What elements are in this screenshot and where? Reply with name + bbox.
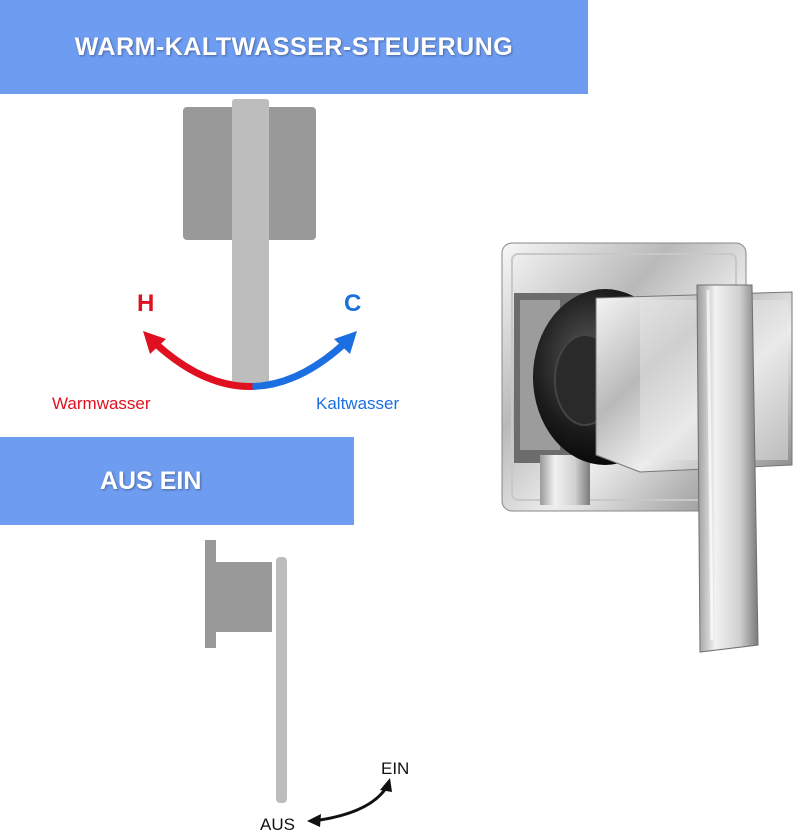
cold-arrowhead xyxy=(334,331,357,354)
on-off-arrow xyxy=(307,778,392,827)
on-label: EIN xyxy=(381,759,410,778)
side-lever xyxy=(276,557,287,803)
lever xyxy=(232,99,269,383)
off-arrowhead xyxy=(307,814,321,827)
side-body xyxy=(214,562,272,632)
cold-label: Kaltwasser xyxy=(316,394,400,413)
temperature-arc xyxy=(143,331,357,390)
handle-side-diagram xyxy=(205,540,287,803)
hot-letter: H xyxy=(137,290,155,317)
cold-letter: C xyxy=(344,290,362,317)
valve-stem-lower xyxy=(540,455,590,505)
switch-title: AUS EIN xyxy=(100,466,202,495)
switch-banner: AUS EIN xyxy=(0,437,354,525)
title-text: WARM-KALTWASSER-STEUERUNG xyxy=(74,32,514,61)
handle-front-diagram xyxy=(183,99,316,383)
hot-label: Warmwasser xyxy=(52,394,151,413)
valve-product-image xyxy=(501,242,793,653)
on-arrowhead xyxy=(380,778,392,792)
title-banner: WARM-KALTWASSER-STEUERUNG xyxy=(0,0,588,94)
hot-arrowhead xyxy=(143,331,166,354)
off-label: AUS xyxy=(260,815,295,834)
side-plate-back xyxy=(205,540,216,648)
valve-lever xyxy=(696,284,759,653)
